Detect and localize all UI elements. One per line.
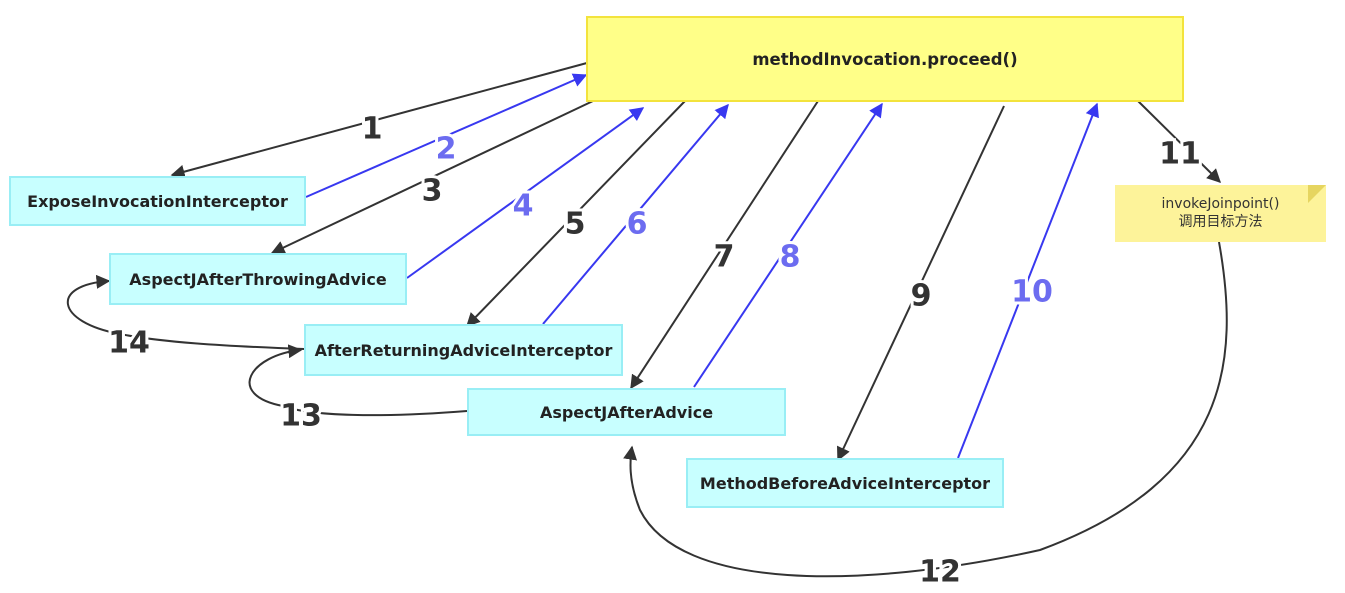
method-before-advice-interceptor-node: MethodBeforeAdviceInterceptor (686, 458, 1004, 508)
aspectj-after-advice-label: AspectJAfterAdvice (539, 402, 714, 422)
note-fold-flap (1308, 185, 1326, 203)
step-label-1: 1 (362, 112, 383, 147)
step-label-9: 9 (911, 279, 932, 314)
step-label-12: 12 (919, 555, 961, 590)
arrow-step-5 (466, 100, 686, 328)
expose-invocation-interceptor-node: ExposeInvocationInterceptor (9, 176, 306, 226)
arrow-step-2 (305, 73, 588, 198)
after-returning-advice-interceptor-node: AfterReturningAdviceInterceptor (304, 324, 623, 376)
method-before-advice-interceptor-label: MethodBeforeAdviceInterceptor (699, 473, 991, 493)
arrow-step-6 (542, 103, 729, 325)
arrow-step-1 (170, 59, 599, 179)
aspectj-after-throwing-advice-label: AspectJAfterThrowingAdvice (129, 269, 387, 289)
step-label-13: 13 (280, 399, 322, 434)
note-line-1: invokeJoinpoint() (1161, 196, 1280, 212)
step-label-11: 11 (1159, 137, 1201, 172)
step-label-2: 2 (436, 132, 457, 167)
arrow-step-9 (837, 105, 1005, 462)
arrow-step-3 (270, 100, 594, 254)
proceed-node-label: methodInvocation.proceed() (752, 49, 1018, 69)
arrow-step-4 (406, 107, 645, 279)
step-label-5: 5 (565, 207, 586, 242)
step-label-6: 6 (627, 207, 648, 242)
step-label-3: 3 (422, 174, 443, 209)
aspectj-after-advice-node: AspectJAfterAdvice (467, 388, 786, 436)
step-label-10: 10 (1011, 275, 1053, 310)
aspectj-after-throwing-advice-node: AspectJAfterThrowingAdvice (109, 253, 407, 305)
arrow-step-12 (623, 241, 1228, 578)
arrow-step-10 (957, 102, 1099, 459)
arrow-step-8 (693, 102, 883, 388)
note-line-2: 调用目标方法 (1178, 214, 1263, 230)
after-returning-advice-interceptor-label: AfterReturningAdviceInterceptor (314, 340, 613, 360)
arrow-step-7 (630, 100, 819, 390)
step-label-8: 8 (780, 240, 801, 275)
expose-invocation-interceptor-label: ExposeInvocationInterceptor (27, 191, 288, 211)
arrow-step-11 (1137, 100, 1221, 183)
step-label-4: 4 (513, 189, 534, 224)
arrow-step-14 (66, 274, 305, 350)
proceed-node: methodInvocation.proceed() (586, 16, 1184, 102)
invoke-joinpoint-note: invokeJoinpoint() 调用目标方法 (1115, 185, 1326, 242)
arrow-step-13 (248, 344, 468, 417)
step-label-7: 7 (714, 240, 735, 275)
step-label-14: 14 (108, 326, 150, 361)
